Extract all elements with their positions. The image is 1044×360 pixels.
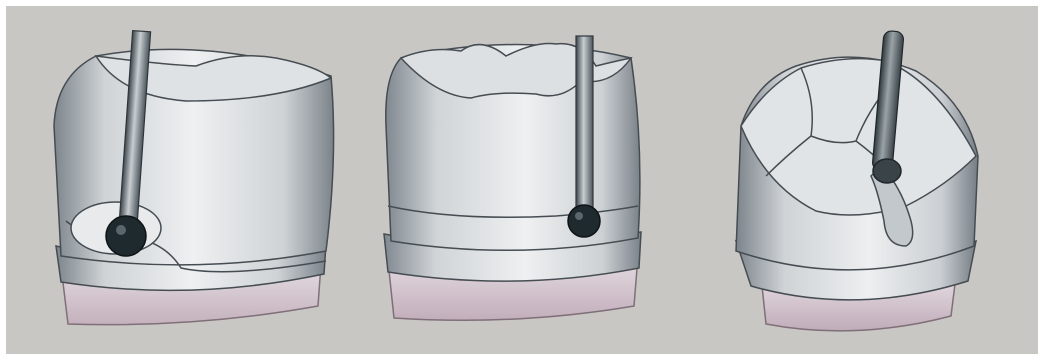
tooth-panel-2 [376,6,646,354]
round-bur-head [106,216,146,256]
bur-shaft [576,36,593,216]
bur-highlight [575,212,583,220]
tooth-2-illustration [376,6,646,354]
bur-highlight [116,225,126,235]
tooth-panel-3 [706,6,1006,354]
tooth-3-illustration [706,6,1006,354]
round-bur-head [568,205,600,237]
tooth-1-illustration [26,6,346,354]
tooth-panel-1 [26,6,346,354]
figure-background [6,6,1038,354]
round-end-bur-head [873,159,901,183]
